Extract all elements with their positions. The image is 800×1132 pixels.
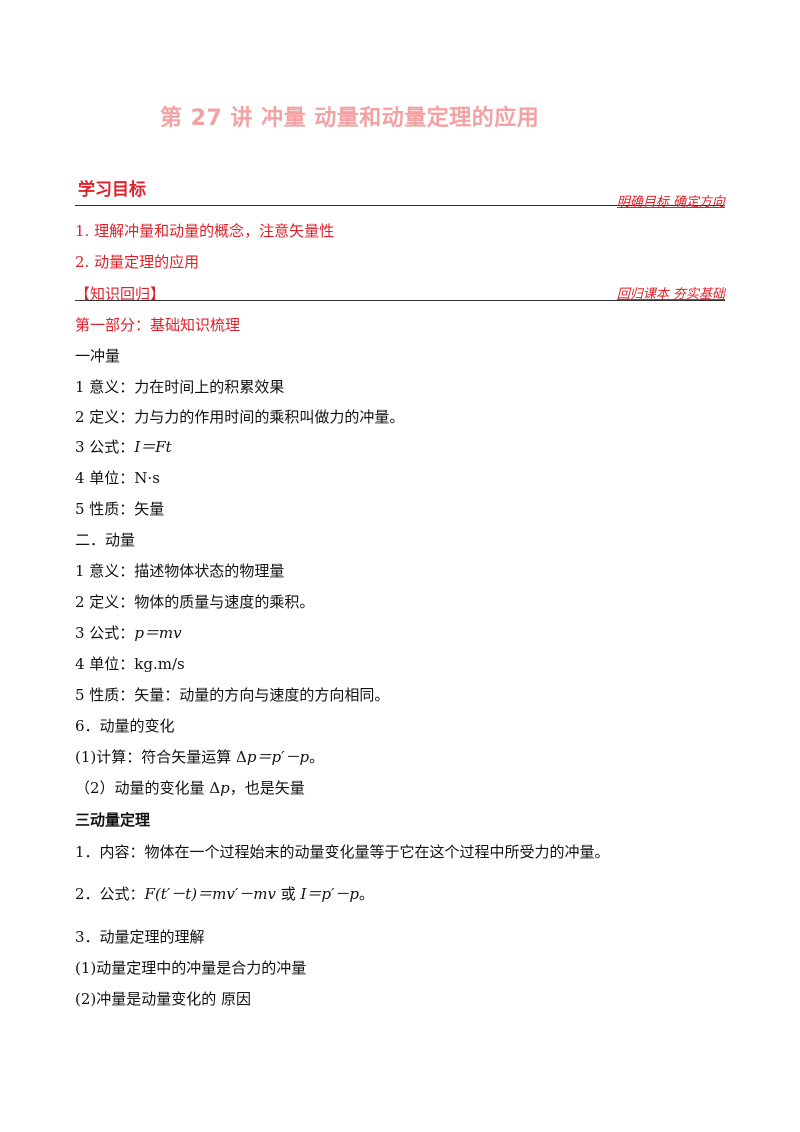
momentum-change-vector: （2）动量的变化量 Δp，也是矢量 — [75, 777, 305, 798]
theorem-formula-or: 或 — [275, 885, 301, 903]
theorem-point-2: (2)冲量是动量变化的 原因 — [75, 990, 252, 1008]
impulse-definition: 2 定义：力与力的作用时间的乘积叫做力的冲量。 — [75, 408, 405, 426]
momentum-change-heading: 6．动量的变化 — [75, 717, 175, 735]
theorem-heading: 三动量定理 — [75, 811, 151, 829]
momentum-formula: p＝mv — [134, 624, 182, 642]
impulse-meaning: 1 意义：力在时间上的积累效果 — [75, 378, 285, 396]
momentum-definition: 2 定义：物体的质量与速度的乘积。 — [75, 593, 315, 611]
momentum-change-vector-prefix: （2）动量的变化量 Δ — [75, 779, 221, 797]
momentum-change-vector-suffix: ，也是矢量 — [229, 779, 305, 797]
knowledge-review-divider — [75, 300, 725, 301]
momentum-change-vector-var: p — [220, 779, 230, 797]
theorem-formula-b: I＝p′－p — [300, 885, 360, 903]
momentum-meaning: 1 意义：描述物体状态的物理量 — [75, 562, 285, 580]
momentum-change-calc-prefix: (1)计算：符合矢量运算 Δ — [75, 748, 247, 766]
momentum-change-calc-formula: p＝p′－p — [246, 748, 310, 766]
momentum-formula-line: 3 公式：p＝mv — [75, 622, 182, 643]
theorem-content: 1．内容：物体在一个过程始末的动量变化量等于它在这个过程中所受力的冲量。 — [75, 843, 610, 861]
theorem-understanding: 3．动量定理的理解 — [75, 928, 205, 946]
impulse-heading: 一冲量 — [75, 347, 121, 365]
knowledge-review-note: 回归课本 夯实基础 — [616, 287, 725, 302]
theorem-formula-a: F(t′－t)＝mv′－mv — [144, 885, 276, 903]
objective-item-2: 2. 动量定理的应用 — [75, 253, 200, 271]
momentum-change-calc: (1)计算：符合矢量运算 Δp＝p′－p。 — [75, 746, 324, 767]
part-title: 第一部分：基础知识梳理 — [75, 316, 241, 334]
momentum-unit: 4 单位：kg.m/s — [75, 655, 185, 673]
theorem-formula-suffix: 。 — [359, 885, 375, 903]
theorem-point-1: (1)动量定理中的冲量是合力的冲量 — [75, 959, 307, 977]
theorem-formula-prefix: 2．公式： — [75, 885, 145, 903]
momentum-heading: 二．动量 — [75, 531, 136, 549]
knowledge-review-label: 【知识回归】 — [75, 285, 166, 303]
momentum-nature: 5 性质：矢量：动量的方向与速度的方向相同。 — [75, 686, 390, 704]
impulse-formula-line: 3 公式：I＝Ft — [75, 436, 172, 457]
impulse-formula: I＝Ft — [134, 438, 172, 456]
impulse-unit: 4 单位：N·s — [75, 469, 160, 487]
objectives-heading: 学习目标 — [78, 180, 146, 200]
page-title: 第 27 讲 冲量 动量和动量定理的应用 — [160, 106, 540, 131]
objective-item-1: 1. 理解冲量和动量的概念，注意矢量性 — [75, 222, 335, 240]
theorem-formula-line: 2．公式：F(t′－t)＝mv′－mv 或 I＝p′－p。 — [75, 883, 374, 904]
momentum-formula-prefix: 3 公式： — [75, 624, 135, 642]
objectives-divider — [75, 205, 725, 206]
momentum-change-calc-suffix: 。 — [309, 748, 325, 766]
objectives-note: 明确目标 确定方向 — [616, 195, 725, 210]
impulse-nature: 5 性质：矢量 — [75, 500, 165, 518]
impulse-formula-prefix: 3 公式： — [75, 438, 135, 456]
